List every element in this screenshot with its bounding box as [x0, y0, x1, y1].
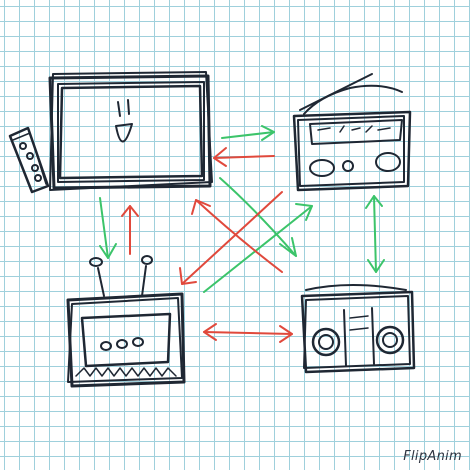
red-arrow-radio-to-tv	[213, 155, 275, 159]
boombox-icon	[300, 284, 416, 374]
retro-antenna-tv-icon	[66, 255, 186, 388]
green-arrow-tv-to-boombox	[219, 177, 297, 257]
radio-icon	[292, 73, 412, 192]
green-arrows	[99, 125, 385, 293]
red-arrow-retro-tv-boombox	[203, 331, 293, 335]
green-arrow-tv-to-retro-tv	[99, 197, 109, 259]
green-arrow-tv-to-radio	[221, 131, 275, 139]
red-arrow-radio-to-retro-tv	[181, 191, 283, 285]
flipanim-watermark: FlipAnim	[403, 449, 462, 464]
green-arrow-retro-tv-to-radio	[203, 205, 313, 293]
remote-control-icon	[8, 126, 50, 194]
flat-screen-tv-icon	[48, 71, 213, 191]
green-arrow-radio-boombox	[373, 195, 377, 273]
red-arrow-boombox-to-tv	[195, 199, 283, 273]
red-arrows	[121, 147, 293, 343]
